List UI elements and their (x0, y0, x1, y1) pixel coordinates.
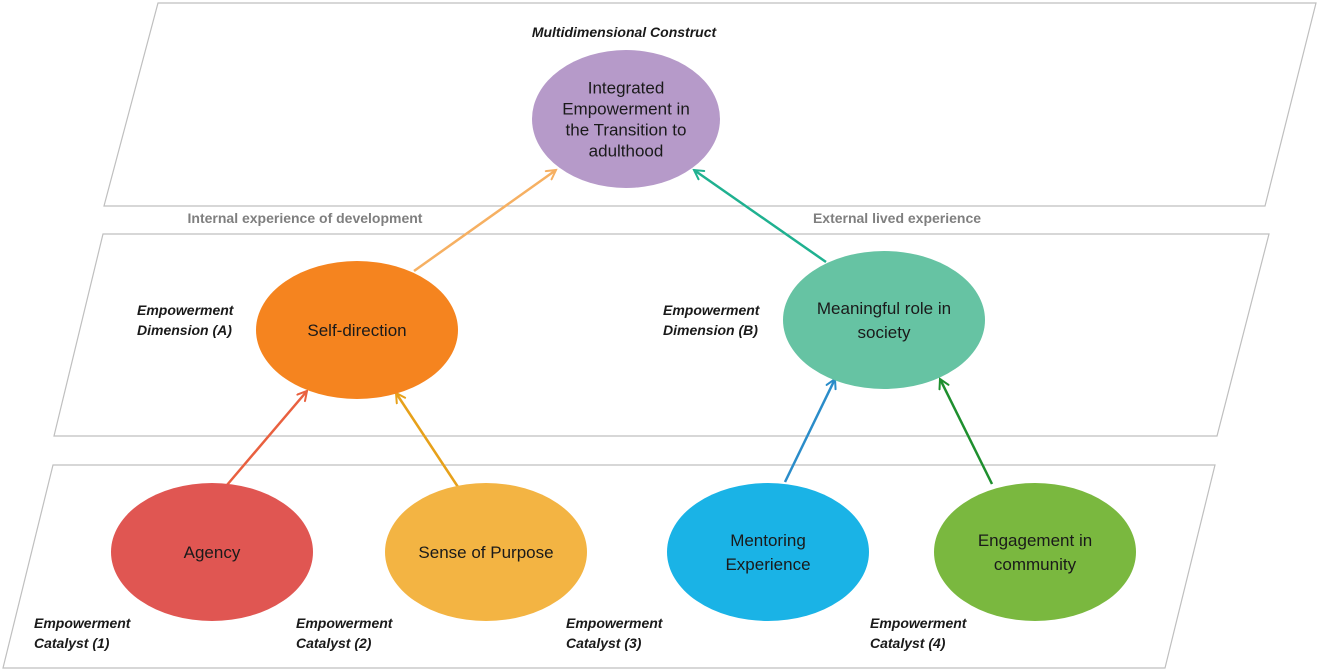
node-agency: Agency (111, 483, 313, 621)
arrow-mentoring-to-role (783, 379, 835, 483)
arrow-engagement-to-role (940, 379, 994, 485)
plane-dimensions (53, 233, 1270, 437)
arrow-role-to-integrated (694, 170, 827, 264)
node-sense-of-purpose-label: Sense of Purpose (418, 543, 553, 562)
node-self-direction-label: Self-direction (307, 321, 406, 340)
node-agency-label: Agency (184, 543, 241, 562)
arrow-purpose-to-self (396, 393, 460, 488)
node-sense-of-purpose: Sense of Purpose (385, 483, 587, 621)
arrow-agency-to-self (226, 391, 307, 486)
section-label-external: External lived experience (813, 210, 981, 226)
node-self-direction: Self-direction (256, 261, 458, 399)
construct-title: Multidimensional Construct (532, 24, 718, 40)
section-label-internal: Internal experience of development (188, 210, 423, 226)
plane-catalysts (2, 464, 1216, 669)
arrow-self-to-integrated (413, 170, 556, 273)
